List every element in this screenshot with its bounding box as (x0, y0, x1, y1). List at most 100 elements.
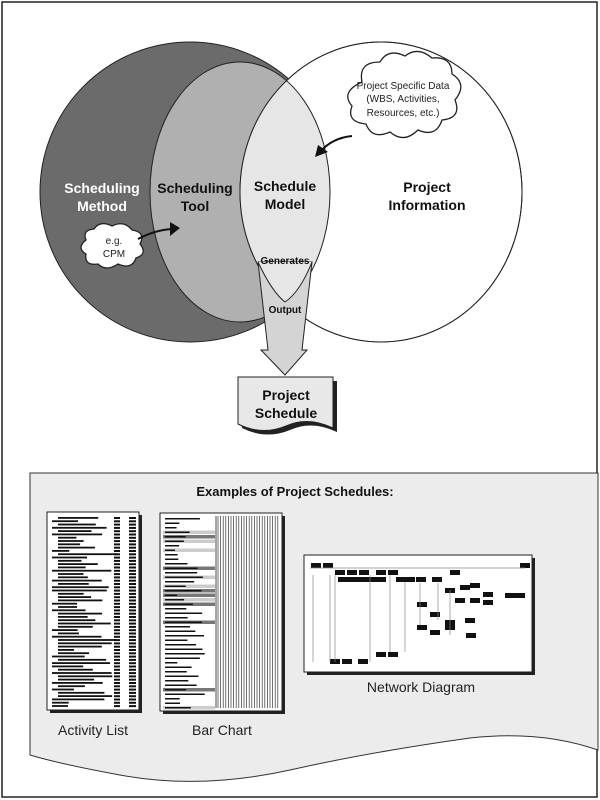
thumbnail-mark (129, 639, 136, 642)
thumbnail-mark (470, 598, 480, 603)
thumbnail-mark (129, 619, 136, 622)
thumbnail-mark (129, 559, 136, 562)
thumbnail-mark (58, 576, 88, 579)
method-cloud-text: e.g.CPM (103, 236, 125, 260)
thumbnail-mark (52, 698, 105, 701)
thumbnail-mark (165, 612, 203, 614)
thumbnail-mark (52, 533, 103, 536)
thumbnail-mark (114, 668, 120, 671)
thumbnail-mark (114, 685, 120, 688)
thumbnail-mark (129, 536, 136, 539)
thumbnail-mark (129, 579, 136, 582)
thumbnail-mark (129, 695, 136, 698)
thumbnail-mark (114, 556, 120, 559)
thumbnail-mark (163, 607, 215, 611)
thumbnail-mark (52, 688, 74, 691)
thumbnail-mark (114, 606, 120, 609)
thumbnail-mark (58, 622, 111, 625)
thumbnail-mark (129, 586, 136, 589)
thumbnail-mark (129, 616, 136, 618)
thumbnail-mark (165, 590, 202, 592)
thumbnail-mark (52, 579, 102, 582)
thumbnail-mark (114, 536, 120, 539)
thumbnail-mark (368, 577, 378, 582)
thumbnail-mark (430, 630, 440, 635)
thumbnail-mark (358, 659, 368, 664)
project-schedule-document (237, 376, 334, 431)
thumbnail-mark (311, 563, 321, 568)
thumbnail-mark (114, 576, 120, 579)
thumbnail-mark (165, 558, 179, 560)
thumbnail-mark (163, 616, 215, 620)
project-data-cloud-text: Project Specific Data(WBS, Activities,Re… (357, 81, 450, 119)
thumbnail-mark (163, 553, 215, 557)
thumbnail-mark (114, 655, 120, 658)
thumbnail-mark (114, 642, 120, 645)
thumbnail-mark (114, 526, 120, 529)
thumbnail-mark (165, 603, 194, 605)
thumbnail-mark (114, 559, 120, 562)
thumbnail-mark (455, 598, 465, 603)
thumbnail-mark (165, 648, 203, 650)
thumbnail-mark (163, 670, 215, 674)
thumbnail-mark (129, 592, 136, 595)
thumbnail-mark (129, 685, 136, 688)
thumbnail-mark (165, 653, 205, 655)
thumbnail-mark (129, 530, 136, 533)
thumbnail-mark (114, 602, 120, 605)
thumbnail-mark (114, 569, 120, 572)
thumbnail-mark (165, 594, 178, 596)
thumbnail-mark (348, 577, 358, 582)
network-diagram-thumbnail (303, 554, 535, 675)
thumbnail-mark (163, 598, 215, 602)
thumbnail-mark (165, 630, 196, 632)
thumbnail-mark (163, 679, 215, 683)
thumbnail-mark (165, 657, 200, 659)
thumbnail-mark (129, 665, 136, 668)
thumbnail-mark (58, 517, 99, 519)
thumbnail-mark (114, 675, 120, 678)
thumbnail-mark (165, 666, 192, 668)
thumbnail-mark (359, 570, 369, 575)
thumbnail-mark (129, 520, 136, 523)
thumbnail-mark (58, 625, 93, 628)
thumbnail-mark (129, 589, 136, 592)
thumbnail-mark (165, 522, 180, 524)
thumbnail-mark (114, 682, 120, 684)
thumbnail-mark (165, 554, 178, 556)
thumbnail-mark (58, 523, 96, 526)
thumbnail-mark (58, 536, 77, 539)
thumbnail-mark (114, 625, 120, 628)
thumbnail-mark (165, 635, 205, 637)
thumbnail-mark (129, 533, 136, 536)
thumbnail-mark (165, 567, 198, 569)
thumbnail-mark (430, 612, 440, 617)
thumbnail-mark (114, 599, 120, 602)
output-arrow (257, 261, 313, 376)
thumbnail-mark (129, 668, 136, 671)
thumbnail-mark (114, 573, 120, 576)
thumbnail-mark (129, 698, 136, 701)
thumbnail-mark (58, 543, 81, 546)
thumbnail-mark (163, 535, 215, 539)
thumbnail-mark (58, 668, 93, 671)
thumbnail-mark (129, 612, 136, 615)
thumbnail-mark (483, 592, 493, 597)
thumbnail-mark (129, 563, 136, 566)
thumbnail-mark (114, 566, 120, 569)
thumbnail-mark (165, 518, 200, 520)
thumbnail-mark (58, 592, 84, 595)
thumbnail-mark (129, 642, 136, 645)
thumbnail-mark (396, 577, 406, 582)
thumbnail-mark (114, 705, 120, 708)
thumbnail-mark (165, 662, 178, 664)
thumbnail-mark (165, 698, 180, 700)
thumbnail-mark (58, 559, 82, 562)
thumbnail-mark (376, 652, 386, 657)
thumbnail-mark (129, 635, 136, 638)
thumbnail-mark (165, 536, 186, 538)
thumbnail-mark (165, 644, 197, 646)
